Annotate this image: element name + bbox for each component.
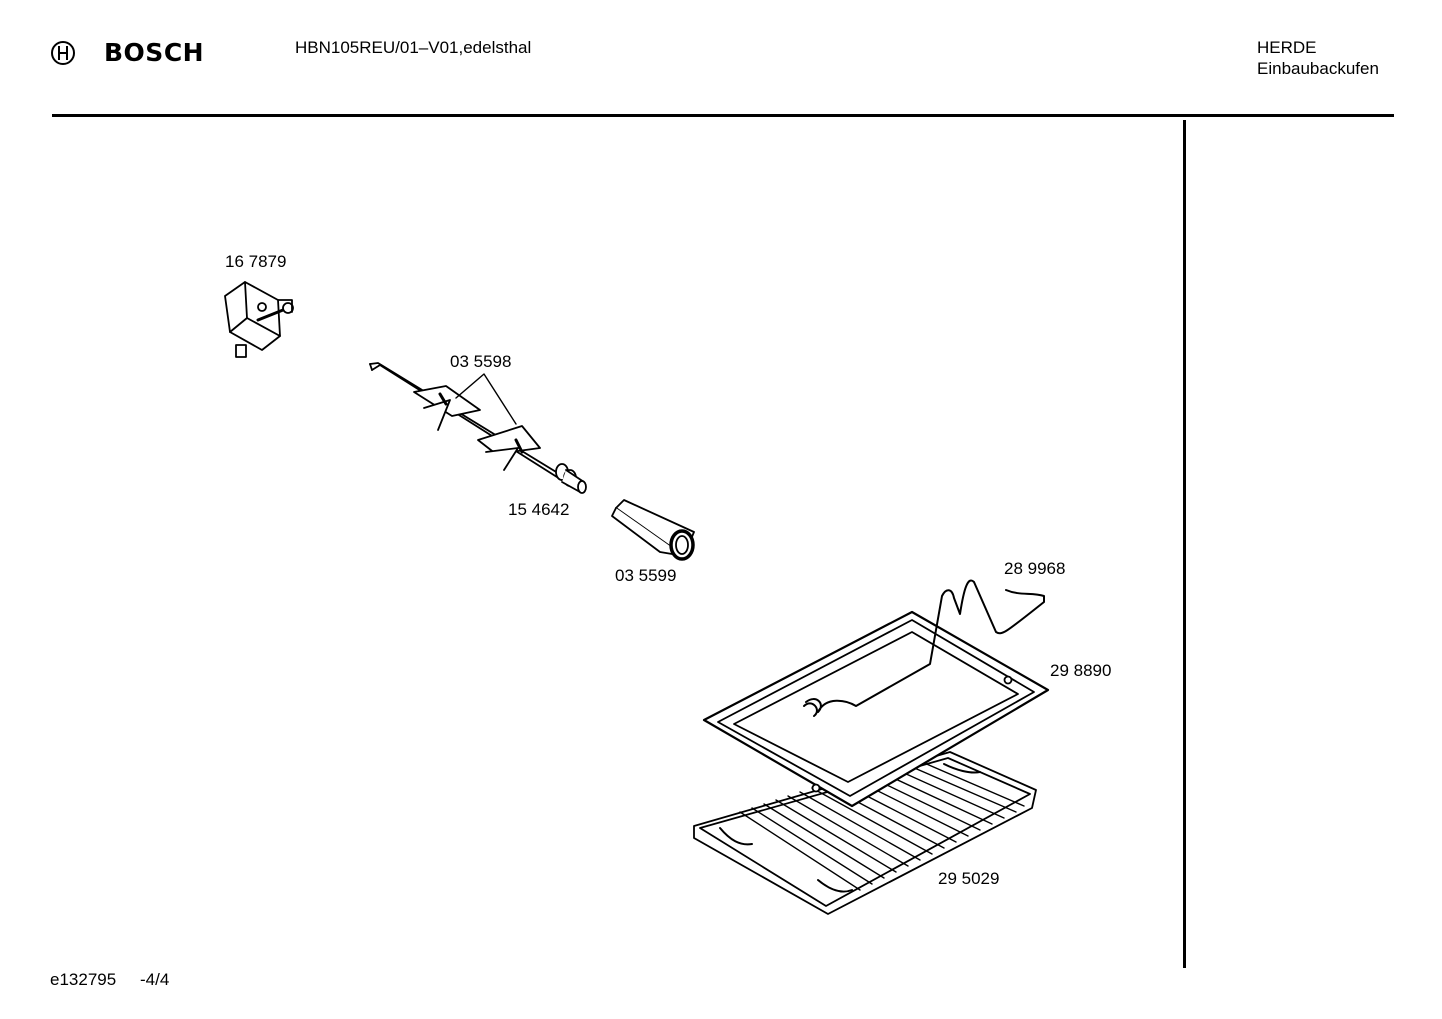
spit-handle-part (611, 499, 695, 561)
part-label-298890: 29 8890 (1050, 661, 1112, 680)
brand-name: BOSCH (104, 38, 205, 67)
header-divider (52, 114, 1394, 117)
part-label-035599: 03 5599 (615, 566, 677, 585)
part-label-289968: 28 9968 (1004, 559, 1066, 578)
part-label-035598: 03 5598 (450, 352, 512, 371)
baking-tray-part (702, 610, 1050, 808)
category-subtitle: Einbaubackufen (1257, 59, 1379, 78)
side-divider (1183, 120, 1186, 968)
part-label-167879: 16 7879 (225, 252, 287, 271)
category-title: HERDE (1257, 38, 1317, 57)
page-number: -4/4 (140, 970, 170, 989)
motor-bracket-part (224, 281, 294, 358)
part-label-295029: 29 5029 (938, 869, 1000, 888)
model-number: HBN105REU/01–V01,edelsthal (295, 38, 532, 57)
bosch-logo-icon (50, 40, 76, 66)
part-label-154642: 15 4642 (508, 500, 570, 519)
rotisserie-spit-part (369, 362, 587, 494)
shelf-support-wire-part (803, 579, 1045, 717)
drawing-id: e132795 (50, 970, 117, 989)
wire-rack-part (693, 751, 1037, 915)
